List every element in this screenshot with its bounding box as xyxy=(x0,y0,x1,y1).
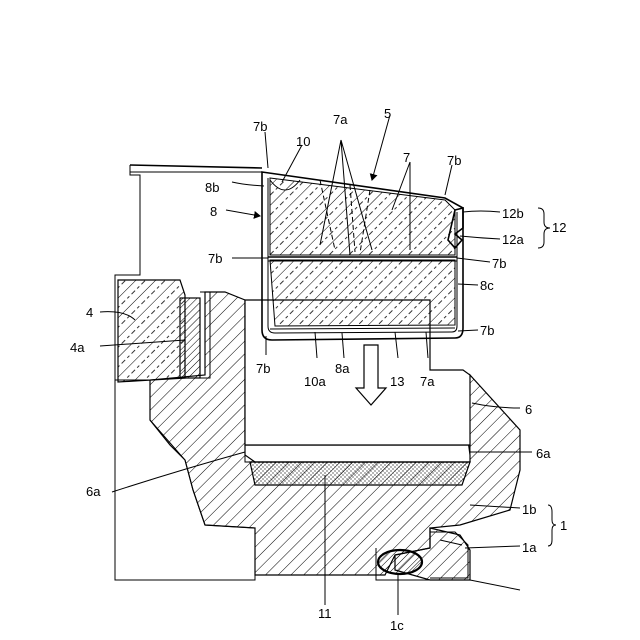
label-12b: 12b xyxy=(502,206,524,221)
label-10: 10 xyxy=(296,134,310,149)
label-8b: 8b xyxy=(205,180,219,195)
label-7b-mr: 7b xyxy=(492,256,506,271)
label-7b-tl: 7b xyxy=(253,119,267,134)
label-1: 1 xyxy=(560,518,567,533)
label-8: 8 xyxy=(210,204,217,219)
label-13: 13 xyxy=(390,374,404,389)
label-7-top: 7 xyxy=(403,150,410,165)
label-12a: 12a xyxy=(502,232,524,247)
label-7b-br: 7b xyxy=(480,323,494,338)
label-7b-bl: 7b xyxy=(256,361,270,376)
label-11: 11 xyxy=(318,606,332,621)
label-1b: 1b xyxy=(522,502,536,517)
block-4 xyxy=(118,280,185,382)
layer-7-lower xyxy=(270,260,455,326)
seal-4a xyxy=(180,298,200,378)
label-7b-tr: 7b xyxy=(447,153,461,168)
label-1a: 1a xyxy=(522,540,537,555)
label-5: 5 xyxy=(384,106,391,121)
label-6a-r: 6a xyxy=(536,446,551,461)
bearing-11 xyxy=(250,462,470,485)
label-10a: 10a xyxy=(304,374,326,389)
label-6a-l: 6a xyxy=(86,484,101,499)
label-7a-bot: 7a xyxy=(420,374,435,389)
label-4a: 4a xyxy=(70,340,85,355)
label-4: 4 xyxy=(86,305,93,320)
label-7a-top: 7a xyxy=(333,112,348,127)
oring-1c xyxy=(378,550,422,574)
label-7b-ml: 7b xyxy=(208,251,222,266)
label-8c: 8c xyxy=(480,278,494,293)
label-8a: 8a xyxy=(335,361,350,376)
label-1c: 1c xyxy=(390,618,404,633)
label-6: 6 xyxy=(525,402,532,417)
label-12: 12 xyxy=(552,220,566,235)
